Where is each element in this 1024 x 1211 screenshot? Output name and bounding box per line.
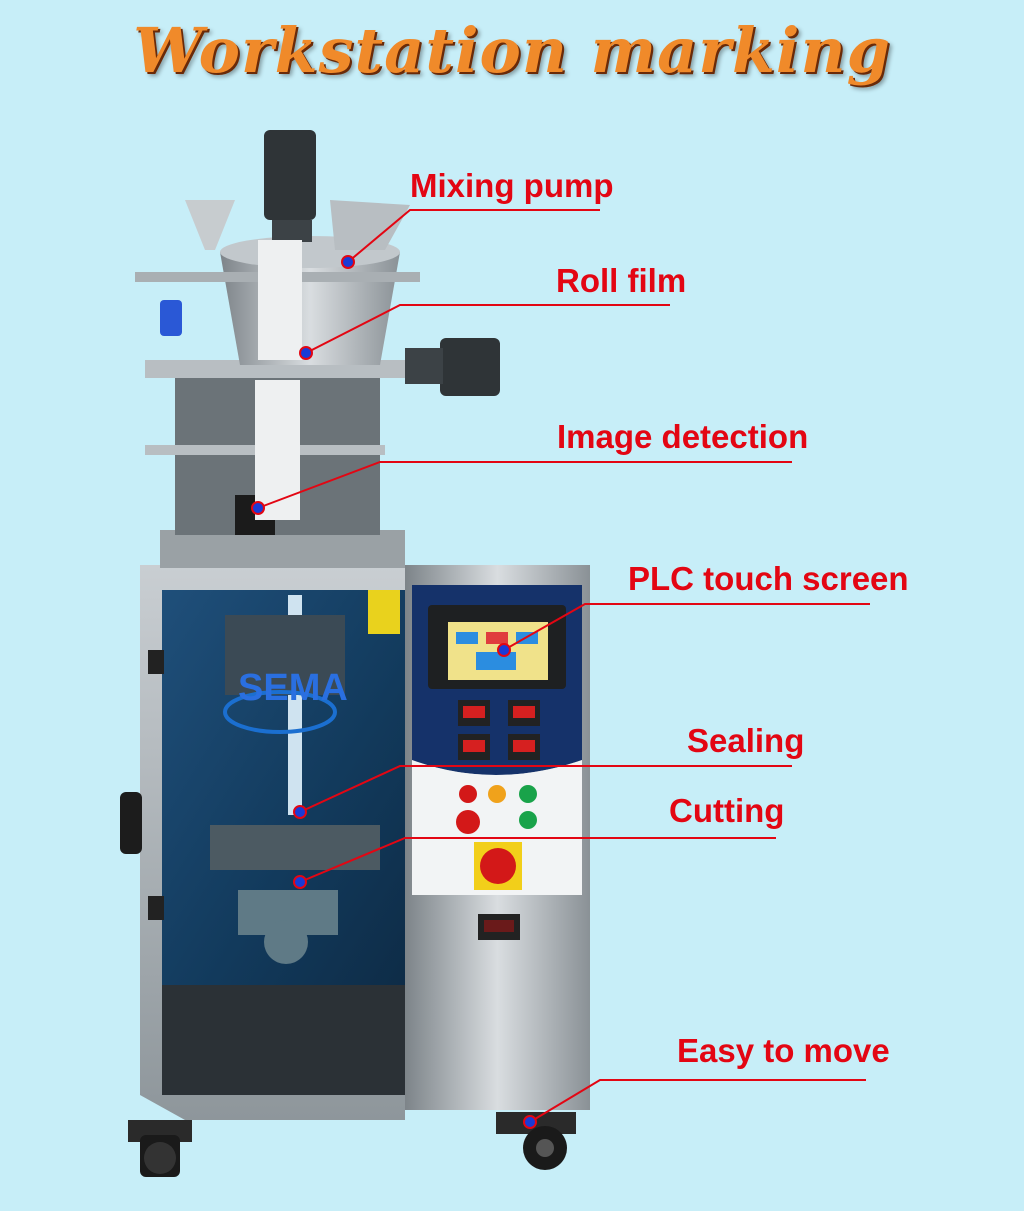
roll-film-strip [258, 240, 302, 360]
callout-line-image-detection [257, 461, 792, 509]
mixer-motor [264, 130, 316, 220]
temperature-controllers [458, 700, 540, 760]
caster-wheel-left [128, 1120, 192, 1177]
film-motor [440, 338, 500, 396]
marker-sealing [293, 805, 307, 819]
callout-line-cutting [299, 837, 776, 883]
funnel [185, 200, 235, 250]
marker-roll-film [299, 346, 313, 360]
callout-line-sealing [299, 765, 792, 813]
brand-logo: SEMA [238, 667, 348, 709]
orange-indicator [488, 785, 506, 803]
callout-lines [257, 209, 870, 1123]
marker-mixing-pump [341, 255, 355, 269]
callout-line-easy-to-move [529, 1079, 866, 1123]
label-cutting: Cutting [669, 792, 785, 829]
label-sealing: Sealing [687, 722, 805, 759]
label-mixing-pump: Mixing pump [410, 167, 614, 204]
page-title: Workstation marking [133, 14, 891, 87]
marker-plc-touch-screen [497, 643, 511, 657]
caster-wheel-right [496, 1112, 576, 1170]
door-handle [120, 792, 142, 854]
start-button [519, 811, 537, 829]
label-image-detection: Image detection [557, 418, 809, 455]
emergency-stop-button [456, 810, 480, 834]
green-indicator [519, 785, 537, 803]
callout-line-mixing-pump [347, 209, 600, 263]
marker-easy-to-move [523, 1115, 537, 1129]
marker-image-detection [251, 501, 265, 515]
marker-cutting [293, 875, 307, 889]
callout-line-plc-touch-screen [503, 603, 870, 651]
label-roll-film: Roll film [556, 262, 687, 299]
red-indicator [459, 785, 477, 803]
label-plc-touch-screen: PLC touch screen [628, 560, 909, 597]
callout-line-roll-film [305, 304, 670, 354]
callout-markers [251, 255, 537, 1129]
label-easy-to-move: Easy to move [677, 1032, 890, 1069]
